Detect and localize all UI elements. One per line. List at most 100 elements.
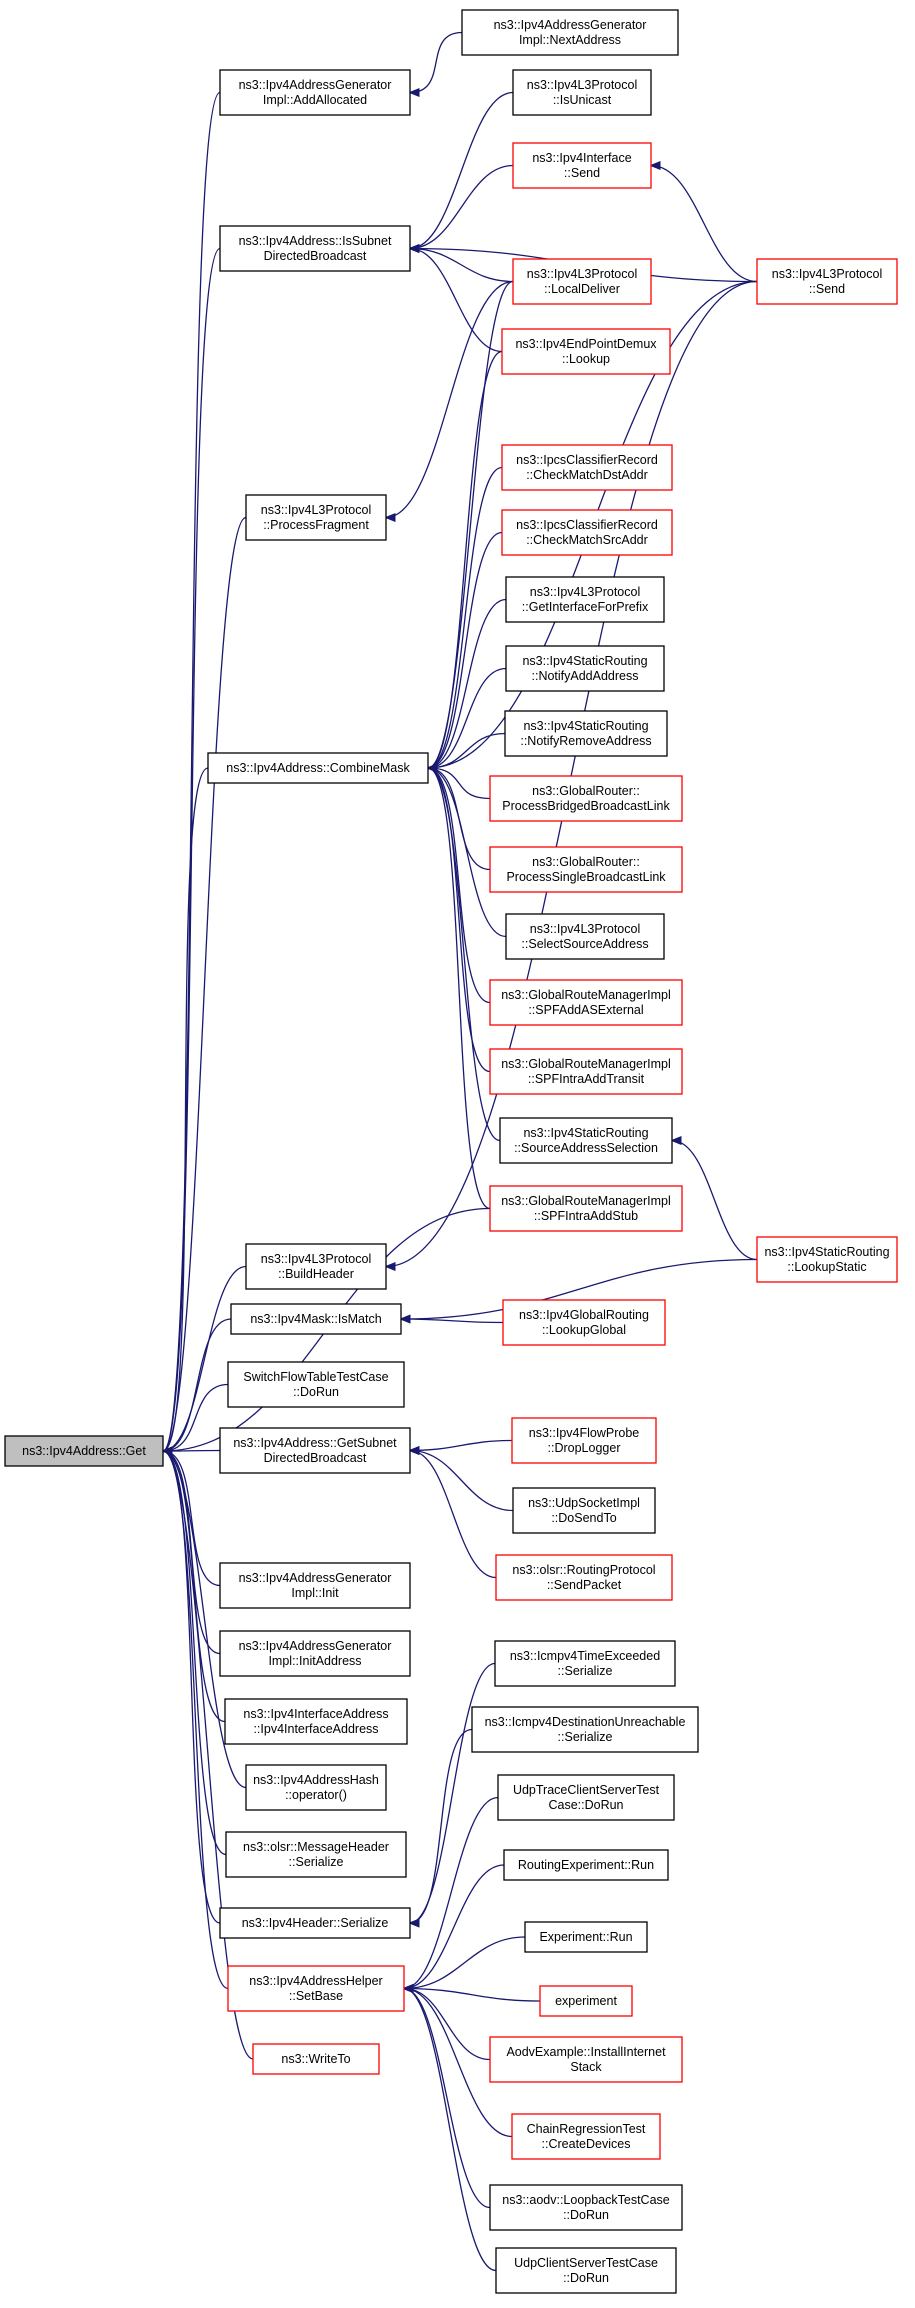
node-local-deliver[interactable]: ns3::Ipv4L3Protocol::LocalDeliver <box>512 258 652 305</box>
node-box[interactable] <box>495 1554 673 1601</box>
node-box[interactable] <box>756 258 898 305</box>
node-box[interactable] <box>489 979 683 1026</box>
node-box[interactable] <box>501 328 671 375</box>
node-box[interactable] <box>499 1117 673 1164</box>
node-spf-asext[interactable]: ns3::GlobalRouteManagerImpl::SPFAddASExt… <box>489 979 683 1026</box>
node-box[interactable] <box>489 846 683 893</box>
node-icmp-time[interactable]: ns3::Icmpv4TimeExceeded::Serialize <box>494 1640 676 1687</box>
node-proc-single[interactable]: ns3::GlobalRouter::ProcessSingleBroadcas… <box>489 846 683 893</box>
node-box[interactable] <box>501 444 673 491</box>
node-icmp-dest[interactable]: ns3::Icmpv4DestinationUnreachable::Seria… <box>471 1706 699 1753</box>
node-aodv-loop[interactable]: ns3::aodv::LoopbackTestCase::DoRun <box>489 2184 683 2231</box>
node-box[interactable] <box>539 1985 633 2017</box>
node-is-unicast[interactable]: ns3::Ipv4L3Protocol::IsUnicast <box>512 69 652 116</box>
node-switch-flow[interactable]: SwitchFlowTableTestCase::DoRun <box>227 1361 405 1408</box>
node-box[interactable] <box>207 752 429 784</box>
node-notify-remove[interactable]: ns3::Ipv4StaticRouting::NotifyRemoveAddr… <box>504 710 668 757</box>
node-get-subnet-db[interactable]: ns3::Ipv4Address::GetSubnetDirectedBroad… <box>219 1427 411 1474</box>
node-gen-init-addr[interactable]: ns3::Ipv4AddressGeneratorImpl::InitAddre… <box>219 1630 411 1677</box>
node-box[interactable] <box>494 1640 676 1687</box>
node-box[interactable] <box>245 1243 387 1290</box>
node-build-header[interactable]: ns3::Ipv4L3Protocol::BuildHeader <box>245 1243 387 1290</box>
node-box[interactable] <box>489 2184 683 2231</box>
node-is-match[interactable]: ns3::Ipv4Mask::IsMatch <box>230 1303 402 1335</box>
node-spf-stub[interactable]: ns3::GlobalRouteManagerImpl::SPFIntraAdd… <box>489 1185 683 1232</box>
node-check-dst[interactable]: ns3::IpcsClassifierRecord::CheckMatchDst… <box>501 444 673 491</box>
node-src-addr-sel[interactable]: ns3::Ipv4StaticRouting::SourceAddressSel… <box>499 1117 673 1164</box>
node-box[interactable] <box>230 1303 402 1335</box>
node-box[interactable] <box>495 2247 677 2294</box>
node-check-src[interactable]: ns3::IpcsClassifierRecord::CheckMatchSrc… <box>501 509 673 556</box>
node-box[interactable] <box>219 69 411 116</box>
node-experiment[interactable]: experiment <box>539 1985 633 2017</box>
node-udp-client[interactable]: UdpClientServerTestCase::DoRun <box>495 2247 677 2294</box>
node-set-base[interactable]: ns3::Ipv4AddressHelper::SetBase <box>227 1965 405 2012</box>
node-lookup-global[interactable]: ns3::Ipv4GlobalRouting::LookupGlobal <box>502 1299 666 1346</box>
node-box[interactable] <box>227 1361 405 1408</box>
node-box[interactable] <box>501 509 673 556</box>
node-box[interactable] <box>219 1562 411 1609</box>
node-process-fragment[interactable]: ns3::Ipv4L3Protocol::ProcessFragment <box>245 494 387 541</box>
node-iface-send[interactable]: ns3::Ipv4Interface::Send <box>512 142 652 189</box>
node-olsr-msg[interactable]: ns3::olsr::MessageHeader::Serialize <box>225 1831 407 1878</box>
node-box[interactable] <box>512 258 652 305</box>
node-is-subnet-db[interactable]: ns3::Ipv4Address::IsSubnetDirectedBroadc… <box>219 225 411 272</box>
node-box[interactable] <box>512 1487 656 1534</box>
node-notify-add[interactable]: ns3::Ipv4StaticRouting::NotifyAddAddress <box>505 645 665 692</box>
node-box[interactable] <box>504 710 668 757</box>
node-box[interactable] <box>502 1299 666 1346</box>
node-l3-send[interactable]: ns3::Ipv4L3Protocol::Send <box>756 258 898 305</box>
node-get[interactable]: ns3::Ipv4Address::Get <box>4 1435 164 1467</box>
node-box[interactable] <box>489 775 683 822</box>
node-box[interactable] <box>505 645 665 692</box>
node-box[interactable] <box>225 1831 407 1878</box>
node-box[interactable] <box>489 1048 683 1095</box>
node-next-address[interactable]: ns3::Ipv4AddressGeneratorImpl::NextAddre… <box>461 9 679 56</box>
node-iface-addr[interactable]: ns3::Ipv4InterfaceAddress::Ipv4Interface… <box>224 1698 408 1745</box>
node-box[interactable] <box>245 1764 387 1811</box>
node-box[interactable] <box>505 913 665 960</box>
node-box[interactable] <box>756 1236 898 1283</box>
node-select-src[interactable]: ns3::Ipv4L3Protocol::SelectSourceAddress <box>505 913 665 960</box>
node-box[interactable] <box>512 142 652 189</box>
node-box[interactable] <box>224 1698 408 1745</box>
node-hdr-serialize[interactable]: ns3::Ipv4Header::Serialize <box>219 1907 411 1939</box>
node-box[interactable] <box>219 225 411 272</box>
node-box[interactable] <box>245 494 387 541</box>
node-box[interactable] <box>489 2036 683 2083</box>
node-box[interactable] <box>227 1965 405 2012</box>
node-box[interactable] <box>505 576 665 623</box>
node-box[interactable] <box>471 1706 699 1753</box>
node-exp-run[interactable]: Experiment::Run <box>524 1921 648 1953</box>
node-combine-mask[interactable]: ns3::Ipv4Address::CombineMask <box>207 752 429 784</box>
node-add-allocated[interactable]: ns3::Ipv4AddressGeneratorImpl::AddAlloca… <box>219 69 411 116</box>
node-box[interactable] <box>219 1630 411 1677</box>
node-box[interactable] <box>252 2043 380 2075</box>
node-get-if-for-prefix[interactable]: ns3::Ipv4L3Protocol::GetInterfaceForPref… <box>505 576 665 623</box>
node-box[interactable] <box>503 1849 669 1881</box>
node-ep-lookup[interactable]: ns3::Ipv4EndPointDemux::Lookup <box>501 328 671 375</box>
node-box[interactable] <box>489 1185 683 1232</box>
node-box[interactable] <box>524 1921 648 1953</box>
node-write-to[interactable]: ns3::WriteTo <box>252 2043 380 2075</box>
node-box[interactable] <box>461 9 679 56</box>
node-box[interactable] <box>512 69 652 116</box>
node-spf-transit[interactable]: ns3::GlobalRouteManagerImpl::SPFIntraAdd… <box>489 1048 683 1095</box>
node-drop-logger[interactable]: ns3::Ipv4FlowProbe::DropLogger <box>511 1417 657 1464</box>
node-do-send-to[interactable]: ns3::UdpSocketImpl::DoSendTo <box>512 1487 656 1534</box>
node-send-packet[interactable]: ns3::olsr::RoutingProtocol::SendPacket <box>495 1554 673 1601</box>
node-box[interactable] <box>511 1417 657 1464</box>
node-proc-bridged[interactable]: ns3::GlobalRouter::ProcessBridgedBroadca… <box>489 775 683 822</box>
node-addr-hash[interactable]: ns3::Ipv4AddressHash::operator() <box>245 1764 387 1811</box>
node-lookup-static[interactable]: ns3::Ipv4StaticRouting::LookupStatic <box>756 1236 898 1283</box>
node-box[interactable] <box>4 1435 164 1467</box>
node-box[interactable] <box>511 2113 661 2160</box>
node-chain-reg[interactable]: ChainRegressionTest::CreateDevices <box>511 2113 661 2160</box>
node-box[interactable] <box>219 1907 411 1939</box>
node-box[interactable] <box>219 1427 411 1474</box>
node-routing-exp[interactable]: RoutingExperiment::Run <box>503 1849 669 1881</box>
node-box[interactable] <box>497 1774 675 1821</box>
